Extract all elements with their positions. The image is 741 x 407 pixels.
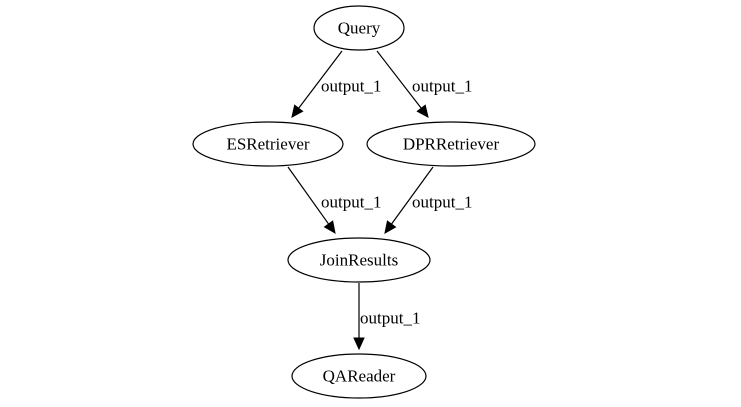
- edge-query-esretriever: output_1: [291, 50, 381, 118]
- edge-label: output_1: [321, 77, 381, 96]
- edge-line: [298, 50, 343, 109]
- edge-esretriever-joinresults: output_1: [287, 166, 381, 234]
- edge-joinresults-qareader: output_1: [353, 283, 420, 351]
- node-ellipse: [366, 121, 536, 167]
- arrowhead-icon: [323, 220, 336, 234]
- node-esretriever: ESRetriever: [192, 121, 344, 167]
- edge-label: output_1: [412, 77, 472, 96]
- node-query: Query: [313, 5, 405, 51]
- arrowhead-icon: [416, 104, 429, 118]
- node-qareader: QAReader: [291, 353, 427, 399]
- edge-query-dprretriever: output_1: [376, 50, 472, 118]
- arrowhead-icon: [291, 104, 304, 118]
- node-label: QAReader: [323, 367, 396, 386]
- arrowhead-icon: [384, 220, 397, 234]
- edge-dprretriever-joinresults: output_1: [384, 166, 472, 234]
- node-label: JoinResults: [320, 251, 398, 270]
- node-joinresults: JoinResults: [287, 237, 431, 283]
- edges-layer: output_1 output_1 output_1 output_1 output_1: [287, 50, 472, 351]
- node-dprretriever: DPRRetriever: [366, 121, 536, 167]
- node-ellipse: [192, 121, 344, 167]
- edge-label: output_1: [360, 309, 420, 328]
- edge-line: [287, 166, 330, 225]
- arrowhead-icon: [353, 337, 365, 351]
- node-ellipse: [313, 5, 405, 51]
- edge-line: [390, 166, 434, 225]
- node-label: Query: [338, 19, 381, 38]
- edge-line: [376, 50, 422, 109]
- node-ellipse: [291, 353, 427, 399]
- node-label: ESRetriever: [226, 135, 309, 154]
- node-label: DPRRetriever: [403, 135, 500, 154]
- edge-label: output_1: [321, 193, 381, 212]
- edge-label: output_1: [412, 193, 472, 212]
- node-ellipse: [287, 237, 431, 283]
